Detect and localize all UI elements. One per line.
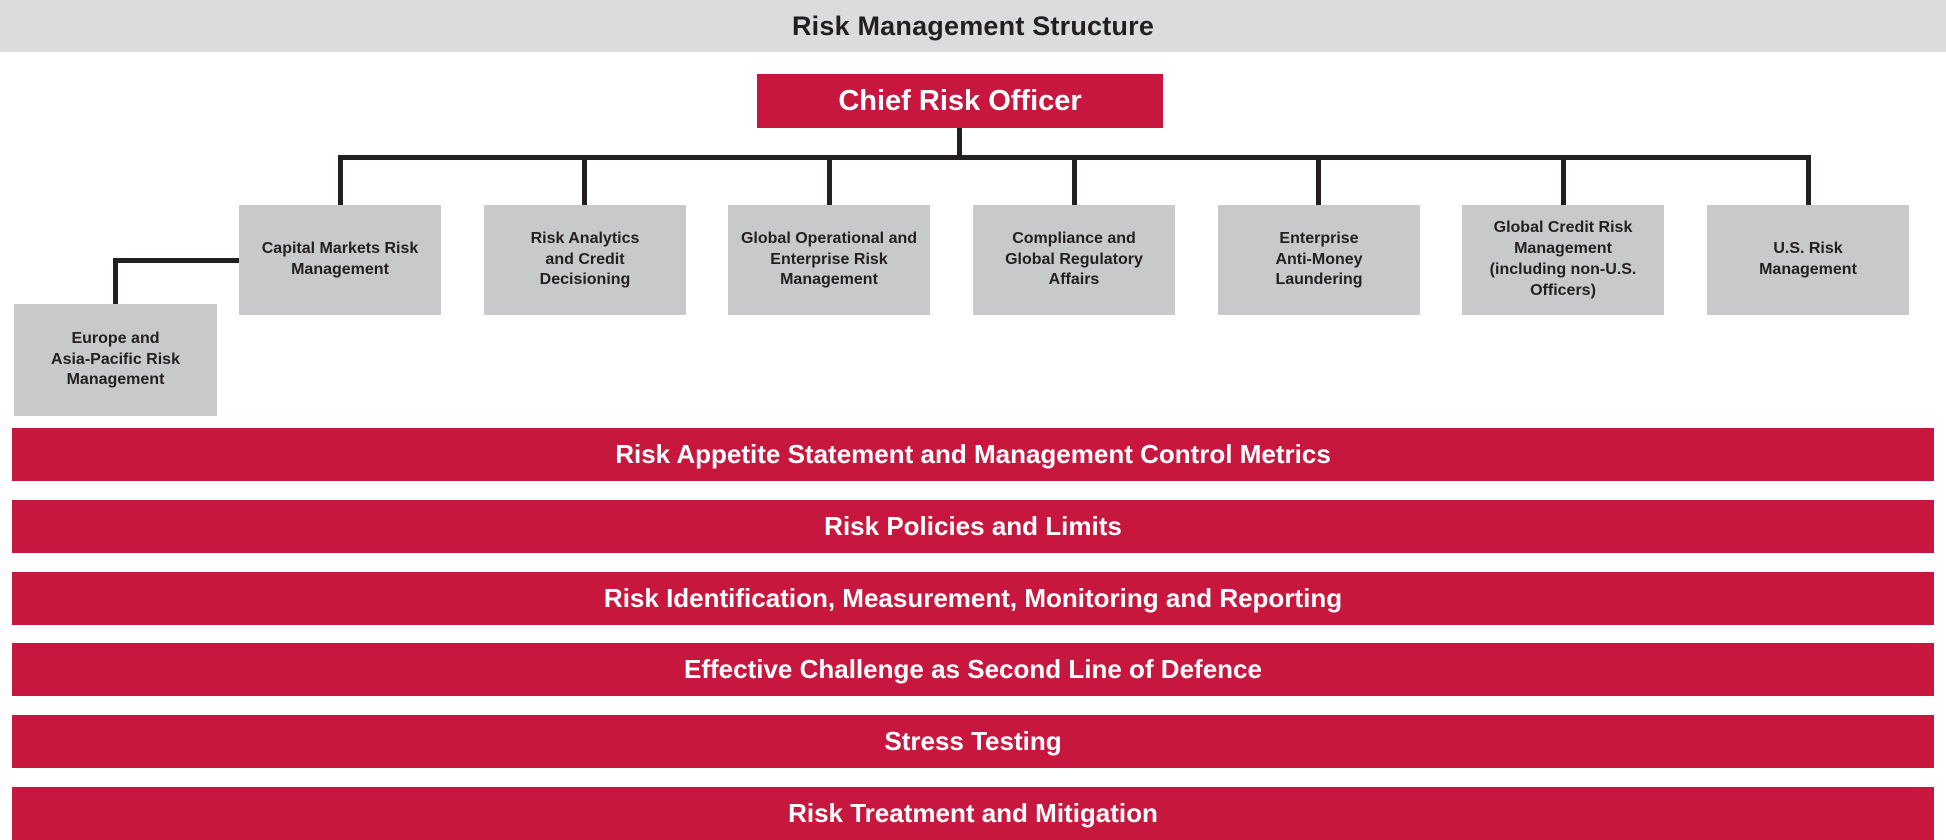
- connector-drop-global-credit: [1561, 155, 1566, 205]
- node-chief-risk-officer: Chief Risk Officer: [757, 74, 1163, 128]
- banner-risk-identification-measurement: Risk Identification, Measurement, Monito…: [12, 572, 1934, 625]
- diagram-title-bar: Risk Management Structure: [0, 0, 1946, 52]
- banner-risk-appetite-statement: Risk Appetite Statement and Management C…: [12, 428, 1934, 481]
- node-global-operational-enterprise-risk: Global Operational and Enterprise Risk M…: [728, 205, 930, 315]
- banner-effective-challenge: Effective Challenge as Second Line of De…: [12, 643, 1934, 696]
- connector-europe-branch-vertical: [113, 258, 118, 304]
- node-global-credit-risk-management: Global Credit Risk Management (including…: [1462, 205, 1664, 315]
- node-capital-markets-risk-management: Capital Markets Risk Management: [239, 205, 441, 315]
- node-enterprise-anti-money-laundering: Enterprise Anti-Money Laundering: [1218, 205, 1420, 315]
- banner-stress-testing: Stress Testing: [12, 715, 1934, 768]
- connector-drop-enterprise-aml: [1316, 155, 1321, 205]
- node-us-risk-management: U.S. Risk Management: [1707, 205, 1909, 315]
- connector-drop-capital-markets: [338, 155, 343, 205]
- connector-drop-us-risk: [1806, 155, 1811, 205]
- connector-europe-branch-horizontal: [113, 258, 239, 263]
- node-risk-analytics-credit-decisioning: Risk Analytics and Credit Decisioning: [484, 205, 686, 315]
- node-compliance-global-regulatory-affairs: Compliance and Global Regulatory Affairs: [973, 205, 1175, 315]
- banner-risk-treatment-mitigation: Risk Treatment and Mitigation: [12, 787, 1934, 840]
- connector-drop-risk-analytics: [582, 155, 587, 205]
- connector-cro-stem: [957, 128, 962, 155]
- diagram-title: Risk Management Structure: [791, 10, 1155, 41]
- connector-drop-compliance: [1072, 155, 1077, 205]
- banner-risk-policies-limits: Risk Policies and Limits: [12, 500, 1934, 553]
- connector-drop-global-operational: [827, 155, 832, 205]
- node-europe-asia-pacific-risk-management: Europe and Asia-Pacific Risk Management: [14, 304, 217, 416]
